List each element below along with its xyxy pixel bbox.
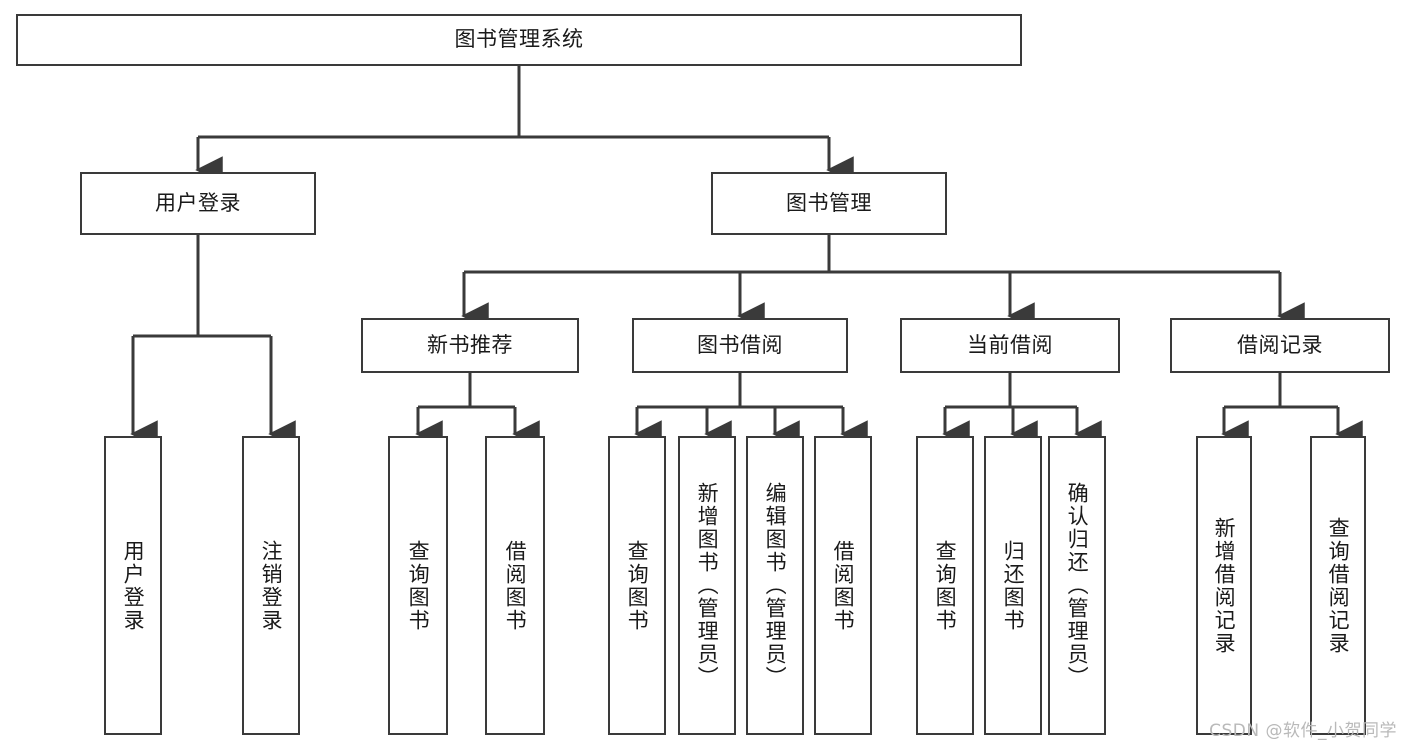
- leaf-node[interactable]: 查询图书: [916, 436, 974, 735]
- leaf-node[interactable]: 新增图书（管理员）: [678, 436, 736, 735]
- leaf-node-label: 归还图书: [1001, 539, 1026, 632]
- leaf-node[interactable]: 确认归还（管理员）: [1048, 436, 1106, 735]
- node-book-management[interactable]: 图书管理: [711, 172, 947, 235]
- leaf-node[interactable]: 新增借阅记录: [1196, 436, 1252, 735]
- leaf-node[interactable]: 查询图书: [608, 436, 666, 735]
- leaf-node-label: 借阅图书: [831, 539, 856, 632]
- csdn-watermark: CSDN @软件_小贺同学: [1209, 721, 1397, 741]
- leaf-node-label: 借阅图书: [503, 539, 528, 632]
- leaf-node[interactable]: 查询图书: [388, 436, 448, 735]
- leaf-node[interactable]: 借阅图书: [485, 436, 545, 735]
- leaf-node-label: 查询图书: [933, 539, 958, 632]
- leaf-node-label: 用户登录: [121, 539, 146, 632]
- node-new-book-recommend[interactable]: 新书推荐: [361, 318, 579, 373]
- leaf-node[interactable]: 借阅图书: [814, 436, 872, 735]
- node-book-borrow-label: 图书借阅: [697, 332, 783, 357]
- leaf-node-label: 查询图书: [406, 539, 431, 632]
- node-user-login[interactable]: 用户登录: [80, 172, 316, 235]
- leaf-node[interactable]: 用户登录: [104, 436, 162, 735]
- node-root-label: 图书管理系统: [454, 27, 584, 52]
- leaf-node-label: 新增借阅记录: [1212, 516, 1237, 655]
- leaf-node[interactable]: 编辑图书（管理员）: [746, 436, 804, 735]
- leaf-node[interactable]: 注销登录: [242, 436, 300, 735]
- node-current-borrow[interactable]: 当前借阅: [900, 318, 1120, 373]
- leaf-node[interactable]: 查询借阅记录: [1310, 436, 1366, 735]
- node-user-login-label: 用户登录: [155, 190, 241, 215]
- leaf-node-label: 新增图书（管理员）: [695, 482, 720, 689]
- node-book-management-label: 图书管理: [786, 190, 872, 215]
- leaf-node-label: 编辑图书（管理员）: [763, 482, 788, 689]
- node-borrow-record-label: 借阅记录: [1237, 332, 1323, 357]
- node-new-book-recommend-label: 新书推荐: [427, 332, 513, 357]
- node-book-borrow[interactable]: 图书借阅: [632, 318, 848, 373]
- leaf-node-label: 查询借阅记录: [1326, 516, 1351, 655]
- leaf-node[interactable]: 归还图书: [984, 436, 1042, 735]
- leaf-node-label: 查询图书: [625, 539, 650, 632]
- node-borrow-record[interactable]: 借阅记录: [1170, 318, 1390, 373]
- node-current-borrow-label: 当前借阅: [967, 332, 1053, 357]
- leaf-node-label: 注销登录: [259, 539, 284, 632]
- node-root[interactable]: 图书管理系统: [16, 14, 1022, 66]
- leaf-node-label: 确认归还（管理员）: [1065, 482, 1090, 689]
